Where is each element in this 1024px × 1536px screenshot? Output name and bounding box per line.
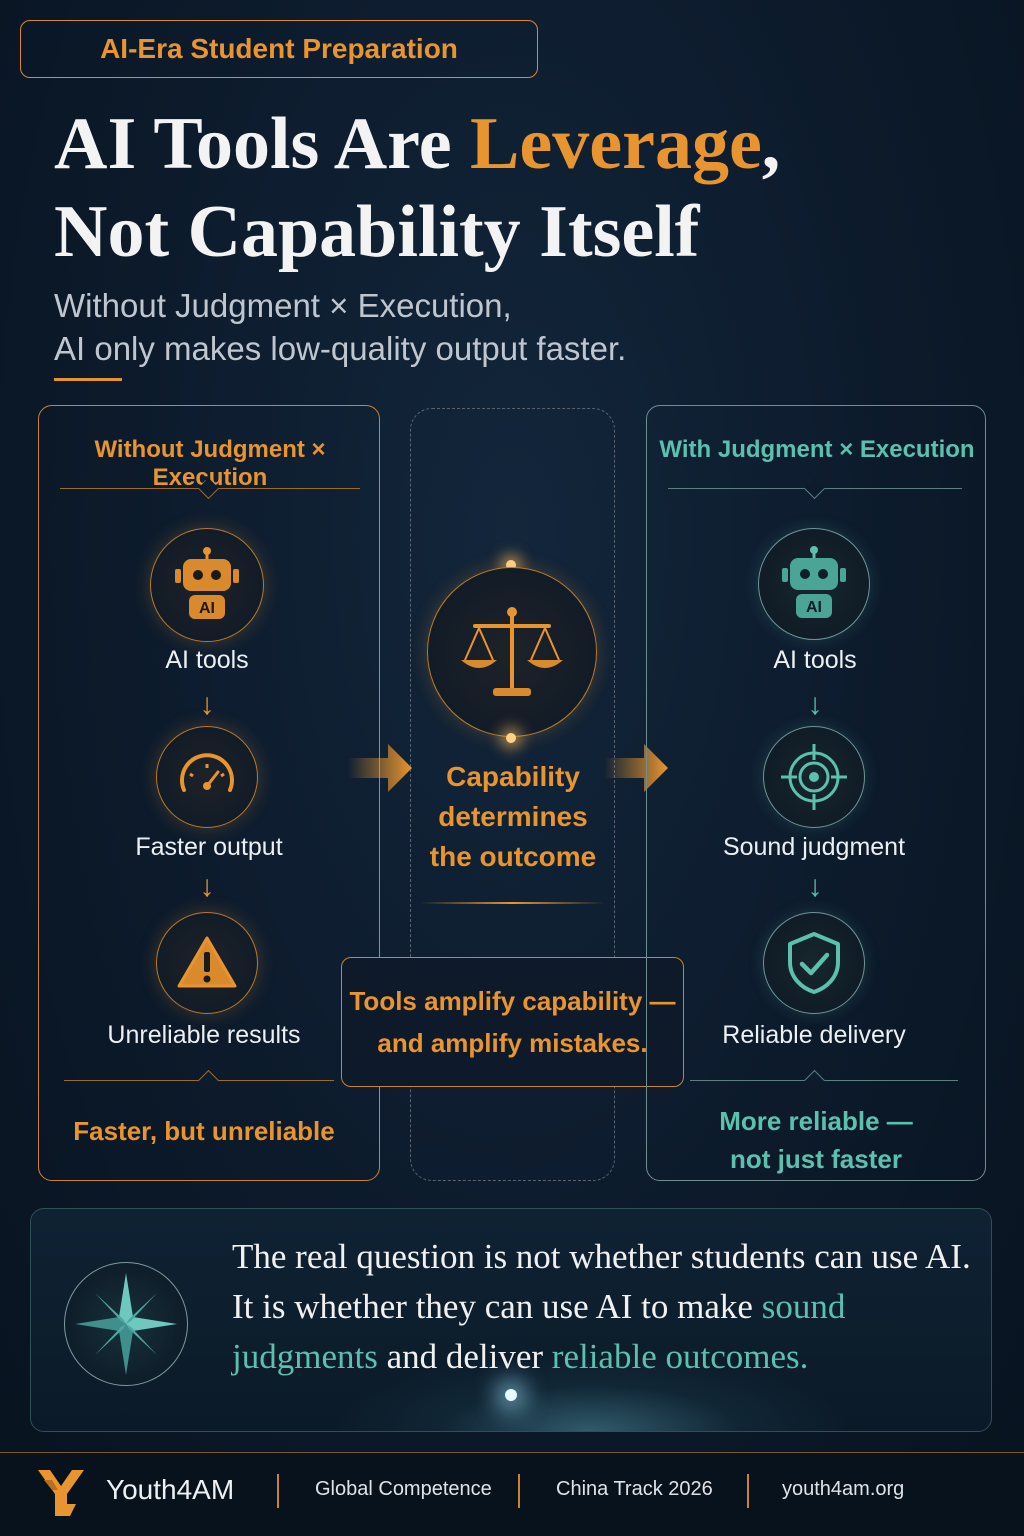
accent-divider <box>54 378 122 381</box>
horizon-glow <box>331 1351 851 1431</box>
shield-check-icon <box>763 912 865 1014</box>
right-step-1-label: AI tools <box>773 646 857 674</box>
brand-logo-icon <box>36 1466 86 1520</box>
footer-item-china-track: China Track 2026 <box>556 1478 713 1500</box>
balance-scale-icon <box>427 567 597 737</box>
middle-text-line1: Capability <box>446 761 580 792</box>
warning-icon <box>156 912 258 1014</box>
arrow-down-icon: ↓ <box>199 870 215 903</box>
right-panel-heading: With Judgment × Execution <box>659 436 975 463</box>
bottom-line1: The real question is not whether student… <box>232 1237 971 1276</box>
left-panel <box>38 405 380 1181</box>
arrow-right-icon <box>604 740 670 796</box>
bottom-line2b: sound <box>761 1287 846 1326</box>
left-step-1-label: AI tools <box>165 646 249 674</box>
right-step-3-label: Reliable delivery <box>722 1021 906 1049</box>
bottom-line3b: and deliver <box>377 1337 552 1376</box>
middle-panel <box>410 408 615 1181</box>
callout-line1: Tools amplify capability — <box>349 986 676 1016</box>
right-summary-line2: not just faster <box>730 1144 902 1174</box>
robot-icon: AI <box>150 528 264 642</box>
right-summary-line1: More reliable — <box>719 1106 913 1136</box>
footer-separator <box>747 1474 749 1508</box>
subtitle-line1: Without Judgment × Execution, <box>54 287 512 324</box>
subtitle-line2: AI only makes low-quality output faster. <box>54 330 627 367</box>
right-summary: More reliable — not just faster <box>646 1102 986 1178</box>
title-highlight: Leverage <box>470 103 762 185</box>
arrow-right-icon <box>348 740 414 796</box>
left-step-3-label: Unreliable results <box>107 1021 301 1049</box>
brand-name: Youth4AM <box>106 1474 235 1505</box>
footer-website-link[interactable]: youth4am.org <box>782 1478 905 1500</box>
bottom-callout <box>30 1208 992 1432</box>
subtitle: Without Judgment × Execution, AI only ma… <box>54 284 954 370</box>
robot-icon: AI <box>758 528 870 640</box>
robot-badge-left: AI <box>199 600 215 617</box>
middle-glow-line <box>420 902 605 904</box>
middle-text-line3: the outcome <box>429 841 597 872</box>
horizon-star <box>505 1389 517 1401</box>
callout-box: Tools amplify capability — and amplify m… <box>341 957 684 1087</box>
page-title: AI Tools Are Leverage, Not Capability It… <box>54 100 1004 276</box>
right-step-2-label: Sound judgment <box>722 833 906 861</box>
footer-item-global-competence: Global Competence <box>315 1478 492 1500</box>
middle-text: Capability determines the outcome <box>412 757 614 877</box>
middle-text-line2: determines <box>438 801 588 832</box>
title-part1: AI Tools Are <box>54 103 471 185</box>
sparkle-top <box>506 560 516 570</box>
sparkle-bottom <box>506 733 516 743</box>
footer-separator <box>277 1474 279 1508</box>
target-icon <box>763 726 865 828</box>
bottom-line2a: It is whether they can use AI to make <box>232 1287 762 1326</box>
callout-line2: and amplify mistakes. <box>377 1028 648 1058</box>
speedometer-icon <box>156 726 258 828</box>
title-part2: , <box>761 103 781 185</box>
arrow-down-icon: ↓ <box>199 688 215 721</box>
footer-separator <box>518 1474 520 1508</box>
bottom-statement: The real question is not whether student… <box>232 1232 982 1382</box>
bottom-line3a: judgments <box>232 1337 378 1376</box>
compass-star-icon <box>64 1262 188 1386</box>
category-tag: AI-Era Student Preparation <box>20 20 538 78</box>
bottom-line3c: reliable outcomes. <box>551 1337 809 1376</box>
right-panel <box>646 405 986 1181</box>
left-summary: Faster, but unreliable <box>73 1116 335 1146</box>
title-line2: Not Capability Itself <box>54 191 700 273</box>
left-step-2-label: Faster output <box>135 833 283 861</box>
robot-badge-right: AI <box>806 599 822 616</box>
footer <box>0 1452 1024 1536</box>
arrow-down-icon: ↓ <box>807 688 823 721</box>
arrow-down-icon: ↓ <box>807 870 823 903</box>
